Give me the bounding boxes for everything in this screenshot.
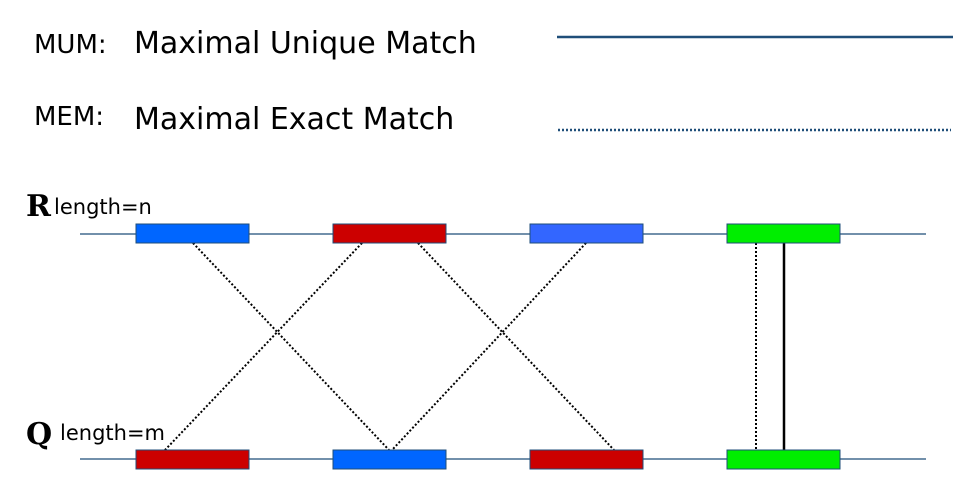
mem-label: Maximal Exact Match: [134, 102, 455, 137]
mum-abbr: MUM:: [34, 30, 107, 60]
reference-length-label: length=n: [54, 195, 152, 219]
mem-abbr: MEM:: [34, 102, 105, 132]
query-segment-4: [726, 449, 841, 470]
query-length-label: length=m: [60, 421, 165, 445]
mum-label: Maximal Unique Match: [134, 26, 477, 61]
mem-connection: [192, 242, 390, 451]
query-letter: Q: [26, 417, 53, 452]
reference-letter: R: [26, 189, 51, 224]
mem-connection: [164, 242, 363, 451]
reference-segment-1: [135, 223, 250, 244]
query-segment-2: [332, 449, 447, 470]
reference-segment-2: [332, 223, 447, 244]
query-segment-3: [529, 449, 644, 470]
mem-connection: [417, 242, 615, 451]
query-segment-1: [135, 449, 250, 470]
mem-connection: [391, 242, 587, 451]
reference-segment-3: [529, 223, 644, 244]
reference-segment-4: [726, 223, 841, 244]
